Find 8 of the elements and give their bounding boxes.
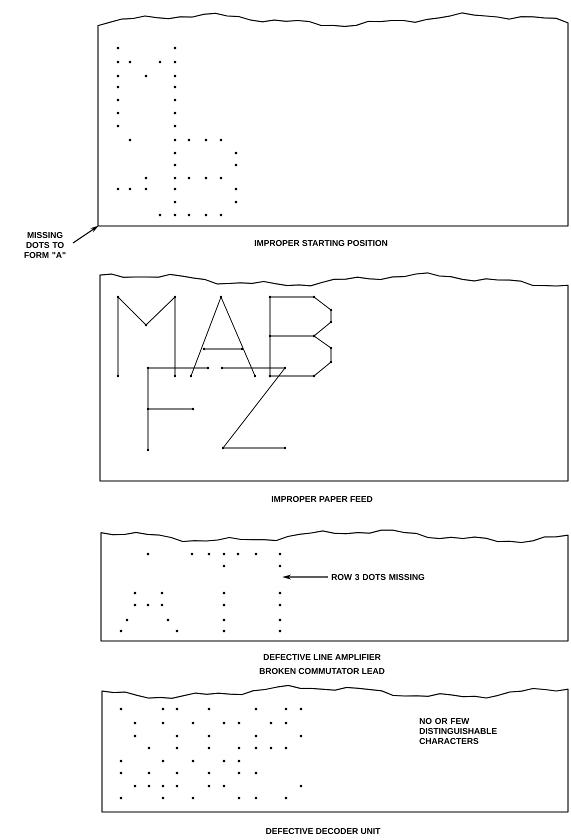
caption-text: IMPROPER STARTING POSITION xyxy=(254,240,388,246)
annotation-text: ROW 3 DOTS MISSING xyxy=(332,574,424,580)
caption-text: DEFECTIVE DECODER UNIT xyxy=(266,828,380,834)
annotation-text: NO OR FEW DISTINGUISHABLE CHARACTERS xyxy=(420,718,497,744)
caption-text: IMPROPER PAPER FEED xyxy=(272,496,372,502)
annotation-text: MISSING DOTS TO FORM "A" xyxy=(24,232,66,258)
caption-text: BROKEN COMMUTATOR LEAD xyxy=(260,668,384,674)
caption-text: DEFECTIVE LINE AMPLIFIER xyxy=(264,654,381,660)
